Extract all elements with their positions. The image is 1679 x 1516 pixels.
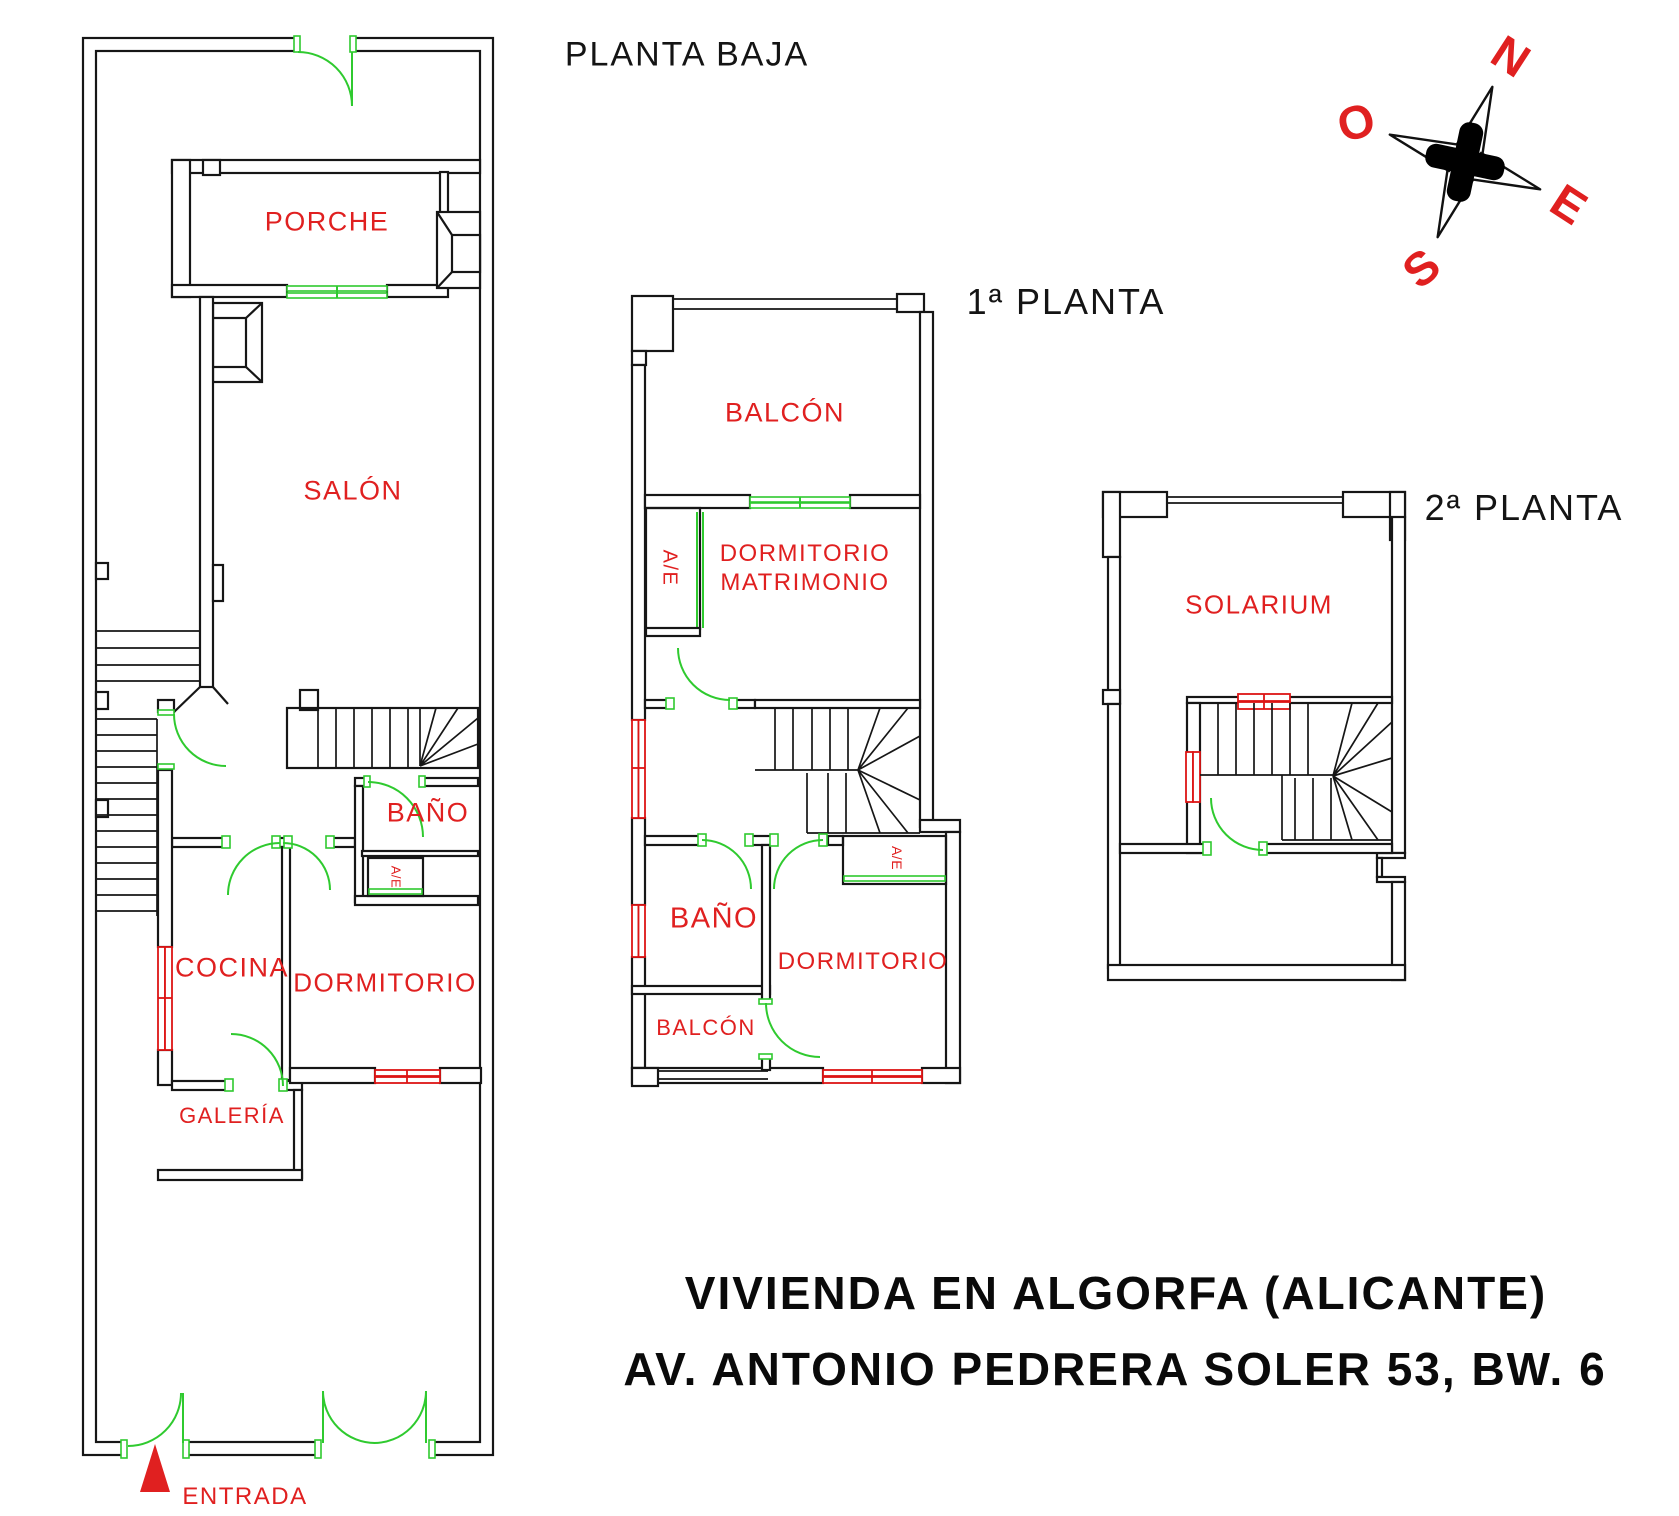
- pb-window-porch: [286, 285, 388, 299]
- pb-gallery-walls: [156, 1079, 304, 1182]
- room-label-dormitorio-matrimonio-line1: DORMITORIO: [719, 540, 891, 568]
- room-label-dormitorio-matrimonio-line2: MATRIMONIO: [720, 569, 890, 596]
- p2-stairs: [1200, 702, 1393, 841]
- pb-doors-entrance: [120, 1390, 436, 1459]
- p1-door-bathroom: [697, 833, 754, 890]
- plan-planta-baja: [81, 34, 495, 1492]
- compass-letter-s: S: [1392, 238, 1450, 299]
- pb-fireplace-left: [211, 301, 264, 384]
- project-title-line1: VIVIENDA EN ALGORFA (ALICANTE): [684, 1267, 1548, 1319]
- room-label-dormitorio-p1: DORMITORIO: [777, 948, 949, 975]
- room-label-solarium: SOLARIUM: [1185, 589, 1333, 620]
- p1-bedroom-matrimonio-wall-door: [643, 647, 757, 710]
- room-label-bano-pb: BAÑO: [386, 797, 470, 828]
- p1-window-bedroom: [822, 1069, 923, 1084]
- plan-segunda-planta: [1101, 490, 1407, 982]
- compass-cross-icon: [1425, 122, 1505, 202]
- room-label-entrada: ENTRADA: [182, 1483, 308, 1510]
- pb-door-top: [293, 35, 357, 107]
- entrance-arrow-icon: [140, 1444, 170, 1492]
- room-label-galeria: GALERÍA: [179, 1103, 285, 1128]
- pb-door-gallery: [224, 1033, 288, 1092]
- pb-interior-stairs: [285, 688, 480, 770]
- p2-window-top: [1237, 693, 1291, 710]
- p1-stairs: [753, 698, 922, 834]
- p2-window-left: [1185, 751, 1201, 803]
- floor-title-segunda-planta: 2ª PLANTA: [1424, 487, 1624, 528]
- pb-hall-walls: [156, 698, 357, 849]
- floor-title-planta-baja: PLANTA BAJA: [564, 35, 810, 74]
- pb-door-hall: [157, 709, 227, 770]
- pb-doors-corridor: [221, 835, 335, 896]
- compass-letter-n: N: [1482, 25, 1539, 88]
- compass-rose: N O E S: [1331, 25, 1596, 299]
- pb-fireplace-right: [435, 210, 482, 290]
- p2-exterior-walls: [1101, 490, 1407, 982]
- room-label-porche: PORCHE: [264, 206, 390, 237]
- p1-balcony-rail: [630, 1066, 768, 1088]
- room-label-ae-closet-p1: A/E: [658, 549, 681, 587]
- pb-bathroom-walls: [353, 776, 480, 907]
- p1-windows-left: [631, 719, 646, 958]
- project-title-line2: AV. ANTONIO PEDRERA SOLER 53, BW. 6: [623, 1343, 1607, 1395]
- pb-window-kitchen: [157, 946, 173, 1051]
- pb-door-bathroom: [363, 775, 426, 838]
- pb-salon-walls: [173, 295, 229, 713]
- room-label-bano-p1: BAÑO: [669, 902, 759, 935]
- p1-balcony-wall-window: [643, 493, 922, 510]
- plan-primera-planta: [630, 292, 962, 1088]
- room-label-salon: SALÓN: [303, 475, 403, 506]
- room-label-cocina: COCINA: [174, 952, 290, 983]
- compass-letter-e: E: [1541, 173, 1596, 235]
- room-label-dormitorio-pb: DORMITORIO: [293, 967, 477, 998]
- p1-door-bedroom: [769, 833, 828, 890]
- p1-door-balcony: [758, 998, 821, 1060]
- room-label-dormitorio-matrimonio: DORMITORIO MATRIMONIO: [720, 540, 891, 598]
- pb-exterior-stairs-upper: [96, 630, 200, 682]
- room-label-balcon-inferior-p1: BALCÓN: [656, 1015, 756, 1040]
- floor-title-primera-planta: 1ª PLANTA: [966, 281, 1166, 322]
- room-label-ae-p1: A/E: [889, 845, 905, 871]
- room-label-balcon-p1: BALCÓN: [724, 397, 846, 428]
- pb-window-bedroom: [374, 1069, 441, 1084]
- pb-exterior-walls: [81, 34, 495, 1459]
- p1-ae-unit: [841, 834, 948, 886]
- pb-porch-walls: [170, 158, 482, 299]
- p1-ae-closet: [644, 506, 704, 638]
- pb-kitchen-walls: [156, 768, 292, 1087]
- compass-letter-o: O: [1331, 92, 1380, 153]
- room-label-ae-pb: A/E: [388, 865, 404, 889]
- p2-door-solarium: [1202, 797, 1268, 856]
